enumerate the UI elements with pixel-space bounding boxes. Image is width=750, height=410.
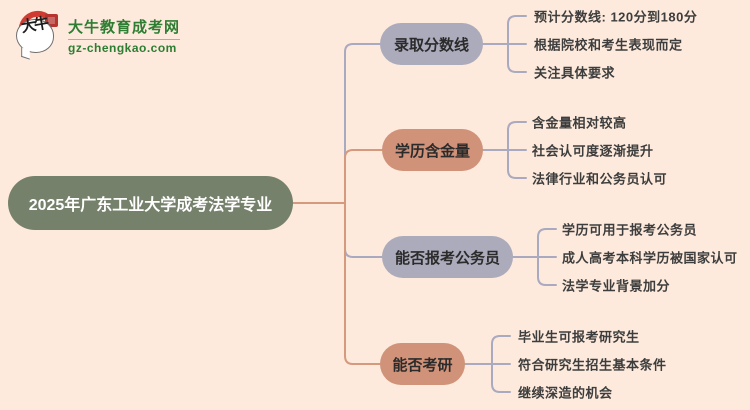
connector-branch-3 [344, 202, 383, 258]
leaf-item: 法学专业背景加分 [562, 278, 671, 294]
logo-bubble-icon: 大牛 [14, 7, 64, 62]
connector-branch-1 [344, 43, 381, 204]
bracket-branch-2 [482, 121, 527, 179]
leaf-item: 学历可用于报考公务员 [562, 222, 698, 238]
logo-title: 大牛教育成考网 [68, 19, 181, 36]
leaf-item: 继续深造的机会 [518, 385, 613, 401]
leaf-item: 成人高考本科学历被国家认可 [562, 250, 738, 266]
branch-label: 能否报考公务员 [394, 249, 500, 267]
connector-branch-2 [344, 149, 383, 204]
branch-node-civil-service: 能否报考公务员 [382, 236, 513, 278]
logo-text-block: 大牛教育成考网 gz-chengkao.com [68, 16, 180, 55]
leaf-item: 法律行业和公务员认可 [532, 171, 668, 187]
branch-label: 学历含金量 [394, 142, 470, 160]
bracket-branch-4 [464, 335, 511, 393]
bracket-branch-3 [512, 228, 557, 286]
leaf-item: 含金量相对较高 [532, 115, 627, 131]
bracket-branch-1 [482, 15, 527, 73]
site-logo: 大牛 大牛教育成考网 gz-chengkao.com [14, 7, 224, 64]
root-node-label: 2025年广东工业大学成考法学专业 [28, 197, 273, 214]
leaf-item: 符合研究生招生基本条件 [518, 357, 667, 373]
logo-divider [68, 39, 180, 40]
leaf-item: 关注具体要求 [534, 65, 616, 81]
root-node: 2025年广东工业大学成考法学专业 [8, 176, 293, 230]
leaf-item: 根据院校和考生表现而定 [534, 37, 683, 53]
branch-label: 能否考研 [392, 356, 453, 374]
logo-domain: gz-chengkao.com [68, 41, 177, 55]
branch-node-degree-value: 学历含金量 [382, 129, 483, 171]
branch-node-postgraduate: 能否考研 [380, 343, 465, 385]
leaf-item: 毕业生可报考研究生 [518, 329, 640, 345]
leaf-item: 社会认可度逐渐提升 [532, 143, 654, 159]
leaf-item: 预计分数线: 120分到180分 [534, 9, 698, 25]
speech-bubble-icon [16, 19, 54, 53]
branch-node-admission-score: 录取分数线 [380, 23, 483, 65]
connector-branch-4 [344, 202, 381, 365]
branch-label: 录取分数线 [393, 36, 469, 54]
